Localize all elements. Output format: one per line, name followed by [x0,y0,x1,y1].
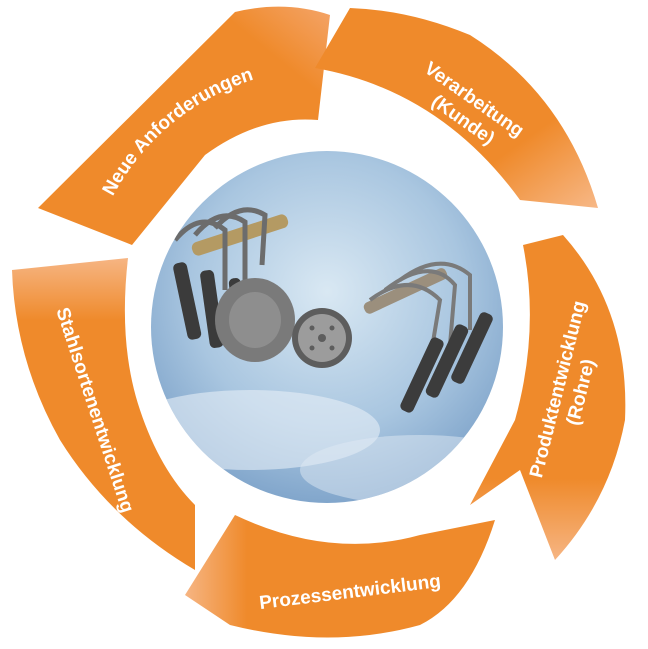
right-injector-rail-illustration [363,261,493,413]
segment-verarbeitung [315,8,598,208]
segment-produktentwicklung [470,235,626,560]
segment-neue-anforderungen [38,6,330,245]
center-image [149,149,505,505]
segment-stahlsortenentwicklung [12,258,195,570]
gear-illustration [292,308,352,368]
segment-prozessentwicklung [185,515,495,638]
left-injector-rail-illustration [173,207,295,362]
